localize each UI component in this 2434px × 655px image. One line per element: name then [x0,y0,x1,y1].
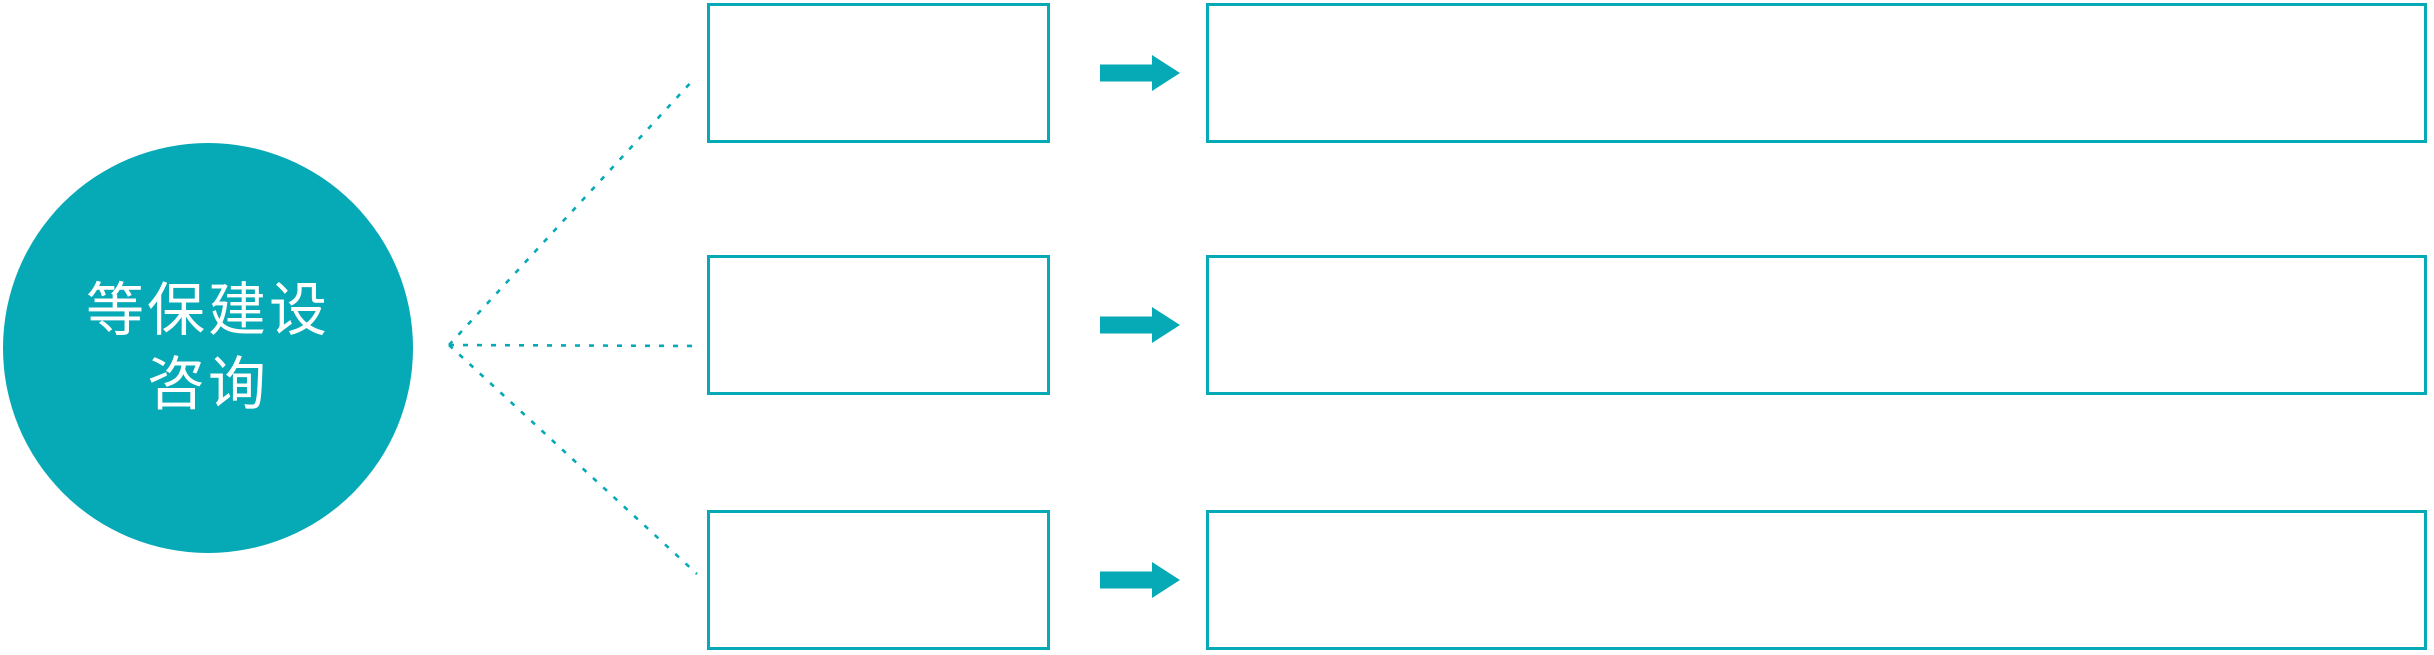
root-node-label-line1: 等保建设 [85,278,330,343]
arrow-right-icon [1100,562,1180,598]
detail-box-3 [1206,510,2427,650]
root-node-circle: 等保建设 咨询 [3,143,413,553]
detail-box-1 [1206,3,2427,143]
arrow-right-icon [1100,55,1180,91]
branch-box-3 [707,510,1050,650]
branch-row-3 [0,510,2434,650]
branch-row-2 [0,255,2434,395]
arrow-right-icon [1100,307,1180,343]
branch-box-2 [707,255,1050,395]
branch-row-1 [0,3,2434,143]
detail-box-2 [1206,255,2427,395]
root-node-label-line2: 咨询 [146,352,269,417]
branch-box-1 [707,3,1050,143]
